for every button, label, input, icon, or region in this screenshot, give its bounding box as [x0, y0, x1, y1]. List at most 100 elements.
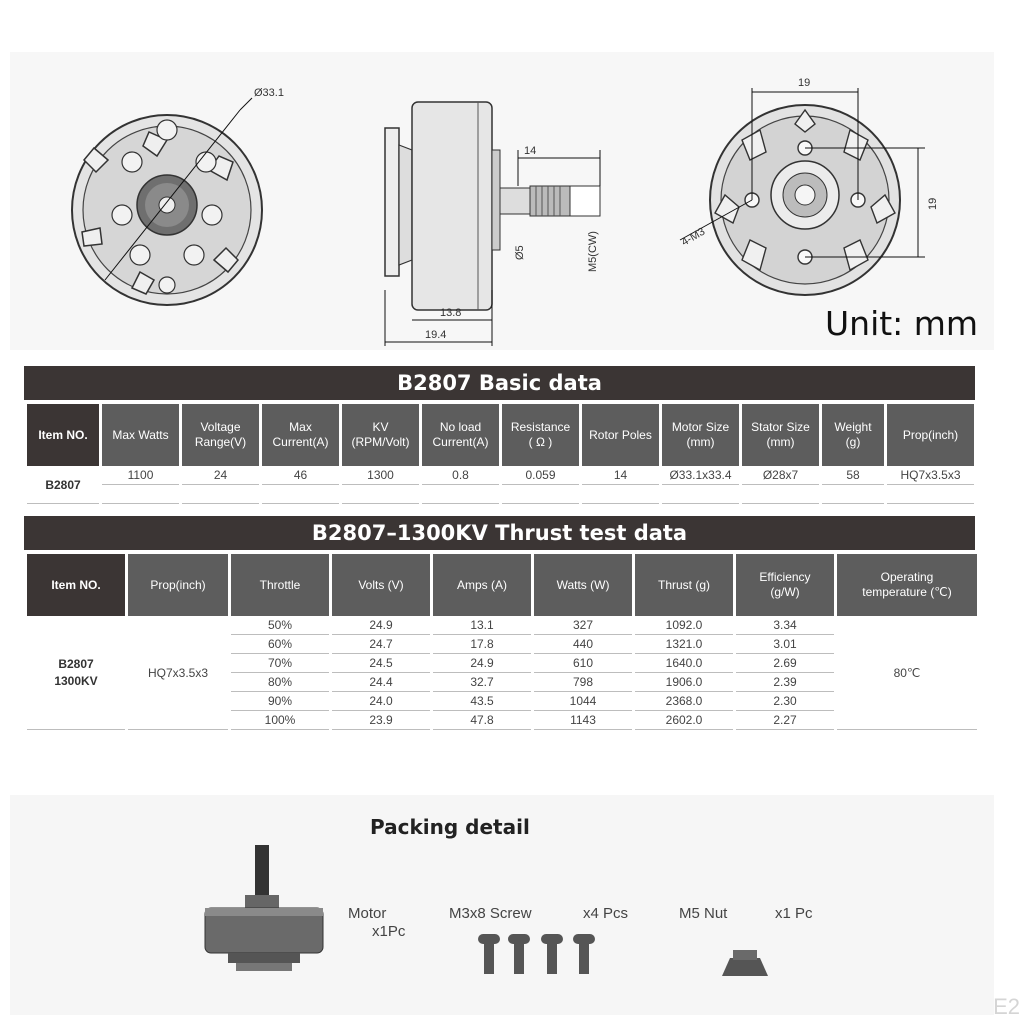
table-cell: 43.5 [433, 692, 531, 711]
basic-header: Motor Size(mm) [662, 404, 739, 466]
thrust-header: Thrust (g) [635, 554, 733, 616]
thrust-header: Amps (A) [433, 554, 531, 616]
nut-image [722, 950, 768, 976]
motor-front-view: Ø33.1 [71, 87, 284, 306]
table-cell [582, 485, 659, 504]
table-cell: 1300 [342, 466, 419, 485]
table-cell: 1640.0 [635, 654, 733, 673]
table-cell: 3.34 [736, 616, 834, 635]
screw-images [478, 934, 595, 974]
table-cell [887, 485, 974, 504]
header-line: Efficiency [759, 570, 811, 584]
table-cell [822, 485, 884, 504]
motor-side-view: 14 Ø5 M5(CW) 13.8 19.4 [384, 101, 601, 346]
header-line: Current(A) [432, 435, 489, 449]
screw-label: M3x8 Screw [449, 905, 532, 922]
table-cell: 2602.0 [635, 711, 733, 730]
header-line: Resistance [510, 420, 571, 434]
motor-image [204, 845, 324, 971]
thrust-row: B2807 1300KV HQ7x3.5x3 50% 24.9 13.1 327… [27, 616, 977, 730]
header-line: Stator Size [751, 420, 810, 434]
table-cell: 90% [231, 692, 329, 711]
header-line: (RPM/Volt) [351, 435, 410, 449]
table-cell: 46 [262, 466, 339, 485]
basic-header: KV(RPM/Volt) [342, 404, 419, 466]
dim-hole-height: 19 [927, 198, 939, 210]
header-line: Range(V) [194, 435, 247, 449]
thrust-header: Prop(inch) [128, 554, 228, 616]
table-cell: 2.30 [736, 692, 834, 711]
basic-header: Weight(g) [822, 404, 884, 466]
dim-holes: 4-M3 [680, 226, 708, 249]
screw-qty: x4 Pcs [583, 905, 629, 922]
unit-label: Unit: mm [825, 304, 979, 343]
table-cell: 70% [231, 654, 329, 673]
table-cell: 24.5 [332, 654, 430, 673]
table-cell: 24.7 [332, 635, 430, 654]
table-cell: 32.7 [433, 673, 531, 692]
table-cell: 798 [534, 673, 632, 692]
header-line: ( Ω ) [528, 435, 553, 449]
header-line: No load [439, 420, 482, 434]
table-cell: 1100 [102, 466, 179, 485]
basic-header: Max Watts [102, 404, 179, 466]
table-cell [262, 485, 339, 504]
basic-item-cell: B2807 [27, 466, 99, 504]
header-line: KV [372, 420, 389, 434]
header-line: (mm) [766, 435, 795, 449]
thrust-row: 60% 24.7 17.8 440 1321.0 3.01 [27, 635, 977, 654]
table-cell: 1321.0 [635, 635, 733, 654]
thrust-header: Volts (V) [332, 554, 430, 616]
thrust-row: 90% 24.0 43.5 1044 2368.0 2.30 [27, 692, 977, 711]
table-cell: 1143 [534, 711, 632, 730]
thrust-body: B2807 1300KV HQ7x3.5x3 50% 24.9 13.1 327… [27, 616, 977, 730]
table-cell: 24 [182, 466, 259, 485]
table-cell: Ø28x7 [742, 466, 819, 485]
header-line: (mm) [686, 435, 715, 449]
table-cell: 24.9 [332, 616, 430, 635]
header-line: Motor Size [671, 420, 730, 434]
header-line: Operating [880, 570, 934, 584]
table-cell: 2.39 [736, 673, 834, 692]
table-cell: 610 [534, 654, 632, 673]
table-cell: 13.1 [433, 616, 531, 635]
table-cell [422, 485, 499, 504]
thrust-header: Throttle [231, 554, 329, 616]
table-cell: 100% [231, 711, 329, 730]
dim-thread: M5(CW) [587, 231, 599, 272]
table-cell: 24.4 [332, 673, 430, 692]
table-cell: 24.0 [332, 692, 430, 711]
thrust-header: Item NO. [27, 554, 125, 616]
table-cell: HQ7x3.5x3 [887, 466, 974, 485]
header-line: temperature (℃) [862, 585, 952, 599]
nut-qty: x1 Pc [775, 905, 813, 922]
header-line: Weight [834, 420, 872, 434]
packing-illustration [204, 845, 768, 976]
header-line: Current(A) [272, 435, 329, 449]
thrust-row: 80% 24.4 32.7 798 1906.0 2.39 [27, 673, 977, 692]
table-cell: 0.8 [422, 466, 499, 485]
header-line: Max [289, 420, 312, 434]
dim-body-length: 13.8 [440, 307, 461, 319]
table-cell: 1092.0 [635, 616, 733, 635]
thrust-row: 100% 23.9 47.8 1143 2602.0 2.27 [27, 711, 977, 730]
watermark: E2 [993, 994, 1020, 1019]
header-line: (g) [845, 435, 861, 449]
table-cell: 2.27 [736, 711, 834, 730]
table-cell: 47.8 [433, 711, 531, 730]
thrust-row: 70% 24.5 24.9 610 1640.0 2.69 [27, 654, 977, 673]
table-cell: 2.69 [736, 654, 834, 673]
dim-diameter: Ø33.1 [254, 87, 284, 99]
packing-panel [10, 795, 994, 1015]
table-cell: 14 [582, 466, 659, 485]
thrust-header: Watts (W) [534, 554, 632, 616]
table-cell: 440 [534, 635, 632, 654]
table-cell: 327 [534, 616, 632, 635]
table-cell: 60% [231, 635, 329, 654]
table-cell: 17.8 [433, 635, 531, 654]
thrust-prop-cell: HQ7x3.5x3 [128, 616, 228, 730]
